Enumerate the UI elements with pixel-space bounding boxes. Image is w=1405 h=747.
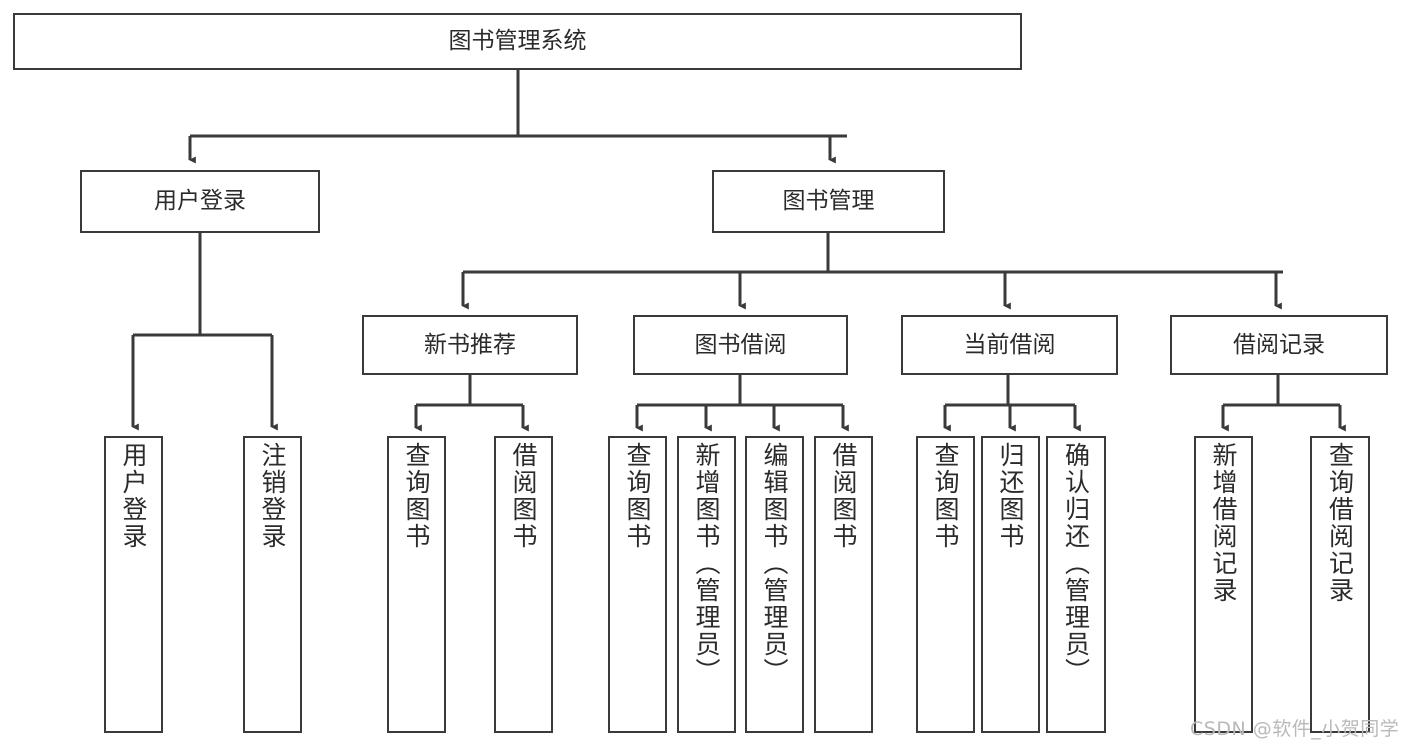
node-leaf-borrow-book-1[interactable]: 借阅图书 [494,436,553,733]
node-leaf-user-logout[interactable]: 注销登录 [243,436,302,733]
node-leaf-confirm-return[interactable]: 确认归还（管理员） [1046,436,1106,733]
csdn-watermark: CSDN @软件_小贺同学 [1190,718,1400,740]
node-leaf-add-book-label: 新增图书（管理员） [692,442,721,685]
node-leaf-query-book-2-label: 查询图书 [623,442,652,550]
node-leaf-return-book-label: 归还图书 [996,442,1025,550]
node-user-login[interactable]: 用户登录 [80,170,320,233]
node-leaf-user-login-label: 用户登录 [119,442,148,550]
node-current-borrow[interactable]: 当前借阅 [901,315,1118,375]
node-leaf-query-book-1[interactable]: 查询图书 [387,436,446,733]
node-book-borrow[interactable]: 图书借阅 [633,315,848,375]
node-leaf-borrow-book-2-label: 借阅图书 [829,442,858,550]
node-leaf-edit-book[interactable]: 编辑图书（管理员） [745,436,804,733]
node-leaf-query-book-1-label: 查询图书 [402,442,431,550]
node-leaf-add-record-label: 新增借阅记录 [1209,442,1238,604]
node-book-manage-label: 图书管理 [782,188,875,215]
node-new-book-recommend-label: 新书推荐 [424,331,516,358]
node-leaf-edit-book-label: 编辑图书（管理员） [760,442,789,685]
node-book-borrow-label: 图书借阅 [694,331,787,358]
node-leaf-query-book-3-label: 查询图书 [931,442,960,550]
node-leaf-user-login[interactable]: 用户登录 [104,436,163,733]
node-user-login-label: 用户登录 [154,188,246,215]
node-leaf-add-record[interactable]: 新增借阅记录 [1194,436,1253,733]
node-leaf-return-book[interactable]: 归还图书 [981,436,1040,733]
node-borrow-record-label: 借阅记录 [1233,331,1325,358]
node-root-label: 图书管理系统 [448,28,587,55]
node-root[interactable]: 图书管理系统 [13,13,1022,70]
node-leaf-query-record-label: 查询借阅记录 [1325,442,1355,604]
node-leaf-query-book-3[interactable]: 查询图书 [916,436,975,733]
node-leaf-confirm-return-label: 确认归还（管理员） [1061,442,1091,685]
node-leaf-query-record[interactable]: 查询借阅记录 [1310,436,1370,733]
node-leaf-user-logout-label: 注销登录 [258,442,287,550]
node-current-borrow-label: 当前借阅 [963,331,1056,358]
node-leaf-borrow-book-1-label: 借阅图书 [509,442,538,550]
node-leaf-query-book-2[interactable]: 查询图书 [608,436,667,733]
node-leaf-borrow-book-2[interactable]: 借阅图书 [814,436,873,733]
node-borrow-record[interactable]: 借阅记录 [1170,315,1388,375]
node-leaf-add-book[interactable]: 新增图书（管理员） [677,436,736,733]
node-new-book-recommend[interactable]: 新书推荐 [362,315,578,375]
node-book-manage[interactable]: 图书管理 [712,170,945,233]
